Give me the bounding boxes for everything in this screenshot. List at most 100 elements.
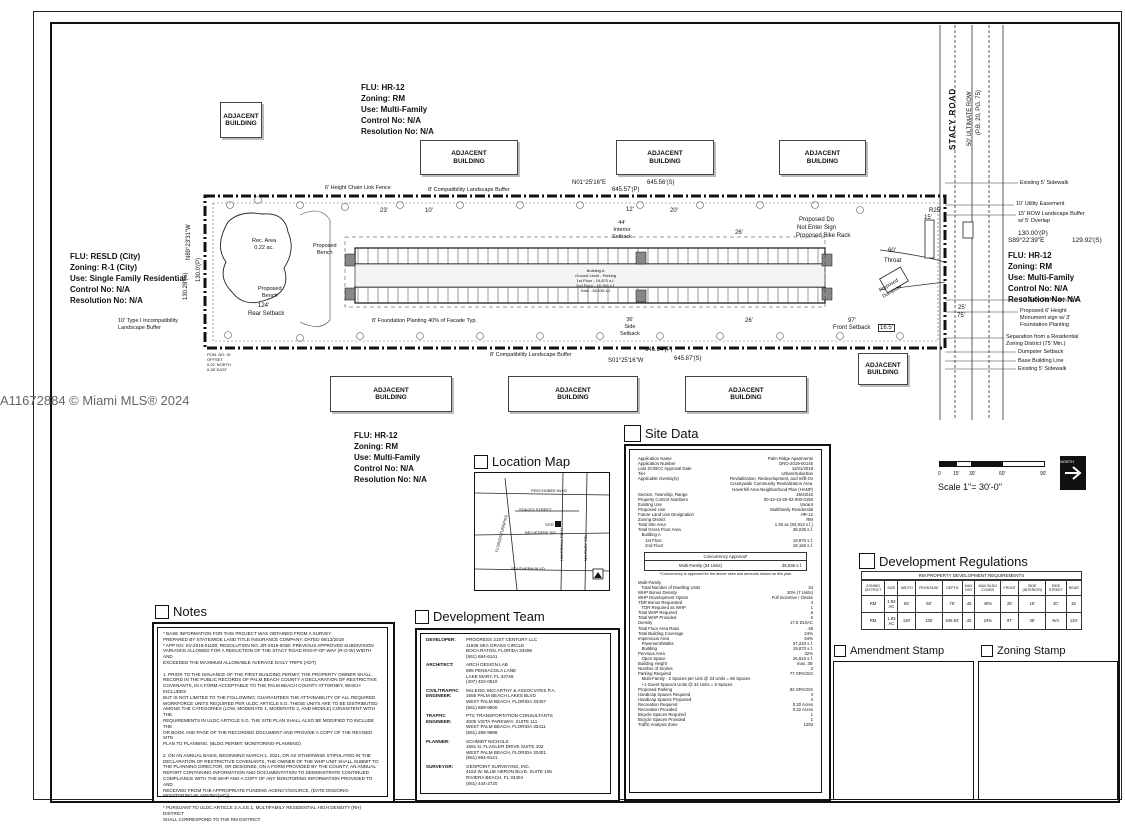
dev-team-heading: Development Team bbox=[415, 609, 545, 624]
site-data-value: 1.93 ac (83,913 s.f.) bbox=[774, 522, 813, 528]
map-street-label: SOUTHERN BLVD bbox=[511, 566, 545, 571]
site-data-label: 2nd Floor bbox=[638, 542, 664, 548]
dev-team-role: PLANNER: bbox=[426, 738, 450, 744]
dev-regs-cell: 645.54' bbox=[941, 611, 963, 631]
site-data-row: Application Number DRO-2019-00145 bbox=[638, 461, 813, 466]
site-data-label: Bicycle Spaces Provided bbox=[638, 717, 686, 723]
dev-regs-cell: 1.93 AC bbox=[884, 594, 899, 613]
concurrency-box: Concurrency Approval* Multi-Family (34 U… bbox=[644, 551, 807, 571]
site-data-value: 19,870 s.f. bbox=[792, 645, 813, 651]
site-data-title: Site Data bbox=[645, 426, 699, 441]
tree-icon bbox=[756, 201, 764, 209]
callout-existing-sidewalk: Existing 5' Sidewalk bbox=[1018, 366, 1067, 372]
dev-regs-header-cell: ZONING DISTRICT bbox=[860, 580, 886, 596]
scale-tick: 0 bbox=[938, 471, 941, 477]
site-data-label: Building Height bbox=[638, 661, 667, 667]
adjacent-building: ADJACENT BUILDING bbox=[508, 376, 638, 412]
site-data-label: Zoning District bbox=[638, 517, 666, 523]
site-data-label: Tier bbox=[638, 471, 646, 477]
dev-regs-heading: Development Regulations bbox=[859, 553, 1028, 569]
callout-monument-sign: Proposed 6' Height Monument sign w/ 3' F… bbox=[1020, 308, 1071, 328]
site-data-label: Application Name bbox=[638, 456, 672, 461]
site-data-label: Building A bbox=[638, 532, 661, 538]
east-bearing: S89°22'39"E bbox=[1008, 237, 1045, 244]
site-data-value: Urban/Suburban bbox=[781, 471, 813, 477]
map-street-label: MILITARY TRL bbox=[583, 534, 588, 561]
site-data-label: Pavement/Walks bbox=[638, 640, 674, 646]
site-data-row: Total Floor Area Ratio.45 bbox=[638, 626, 813, 631]
dev-regs-cell: 36' bbox=[1018, 611, 1047, 631]
accessible-stall bbox=[344, 253, 356, 267]
site-data-label: Proposed Use bbox=[638, 506, 666, 512]
tree-icon bbox=[636, 201, 644, 209]
callout-safe-sight-line: 10' Safe Sight Line, Typ. bbox=[1020, 297, 1080, 303]
checkbox-icon bbox=[474, 454, 488, 469]
site-data-value: 17.6 DU/AC bbox=[790, 620, 813, 626]
dev-team-row: PLANNER: SCHMIDT NICHOLS 1551 N. FLAGLER … bbox=[426, 739, 605, 761]
site-data-label: 1st Floor bbox=[638, 537, 662, 543]
bearing-left: N89°23'31"W bbox=[186, 224, 192, 260]
dev-regs-header-cell: SIZE bbox=[884, 580, 899, 596]
tree-icon bbox=[811, 201, 819, 209]
site-data-label: Application Number bbox=[638, 461, 676, 467]
site-data-value: 19,870 s.f. bbox=[792, 537, 813, 543]
accessible-stall bbox=[821, 287, 833, 301]
dev-regs-header-cell: DEPTH bbox=[941, 580, 963, 596]
dev-regs-cell: 75' bbox=[941, 594, 963, 613]
site-data-label: Multi-Family bbox=[638, 579, 662, 585]
site-data-value: 6 bbox=[810, 610, 813, 616]
dev-team-contact: SCHMIDT NICHOLS 1551 N. FLAGLER DRIVE SU… bbox=[466, 738, 546, 761]
landscape-buffer-line bbox=[212, 202, 939, 342]
north-arrow-icon: NORTH bbox=[1060, 456, 1086, 490]
site-data-label: Applicable Overlay(s) bbox=[638, 476, 679, 482]
dev-team-contact: PROGRESS 21ST CENTURY LLC 11936 SEA GRAS… bbox=[466, 637, 538, 659]
dev-team-panel: DEVELOPER:PROGRESS 21ST CENTURY LLC 1193… bbox=[415, 628, 620, 802]
rec-area-shape bbox=[220, 212, 292, 304]
callout-residential-separation: Separation from a Residential Zoning Dis… bbox=[1006, 334, 1079, 347]
road-row: 50' ULTIMATE ROW bbox=[967, 91, 973, 146]
dist-left: 130.0'(P) bbox=[196, 257, 202, 282]
site-data-value: DRO-2019-00145 bbox=[779, 461, 813, 467]
site-data-value: Countywide Community Revitalization Area… bbox=[730, 481, 813, 487]
tree-icon bbox=[356, 332, 364, 340]
dev-regs-cell: 97' bbox=[1000, 611, 1020, 631]
adjacent-building: ADJACENT BUILDING bbox=[685, 376, 807, 412]
notes-heading: Notes bbox=[155, 604, 207, 619]
concurrency-title: Concurrency Approval* bbox=[645, 553, 806, 561]
dev-team-contact: PTC TRANSPORTATION CONSULTANTS 2005 VIST… bbox=[466, 713, 553, 735]
site-data-value: 34 bbox=[808, 584, 813, 590]
site-data-value: 0.20 Acres bbox=[792, 701, 813, 707]
tree-icon bbox=[456, 201, 464, 209]
site-data-value: 37,233 s.f. bbox=[792, 640, 813, 646]
dev-team-role: TRAFFIC ENGINEER: bbox=[426, 713, 452, 724]
dev-team-list: DEVELOPER:PROGRESS 21ST CENTURY LLC 1193… bbox=[420, 633, 611, 794]
dev-regs-cell: 40% bbox=[974, 594, 1002, 613]
site-data-row: +1 Guest Space/4 Units @ 34 Units = 9 Sp… bbox=[638, 682, 813, 687]
tree-icon bbox=[254, 196, 262, 204]
dev-regs-cell: 24% bbox=[974, 611, 1002, 631]
road-name: STACY ROAD bbox=[948, 87, 957, 150]
bearing-top: N01°25'16"E bbox=[572, 180, 607, 186]
concurrency-row: Multi-Family (34 Units) 38,036 s.f. bbox=[645, 561, 806, 570]
site-data-row: Countywide Community Revitalization Area… bbox=[638, 481, 813, 486]
tree-icon bbox=[476, 332, 484, 340]
dim-75: 75' bbox=[957, 313, 965, 319]
dim-16-5: 16.5' bbox=[878, 324, 895, 332]
scale-tick: 90' bbox=[1040, 471, 1047, 477]
site-data-value: 26,810 s.f. bbox=[792, 656, 813, 662]
